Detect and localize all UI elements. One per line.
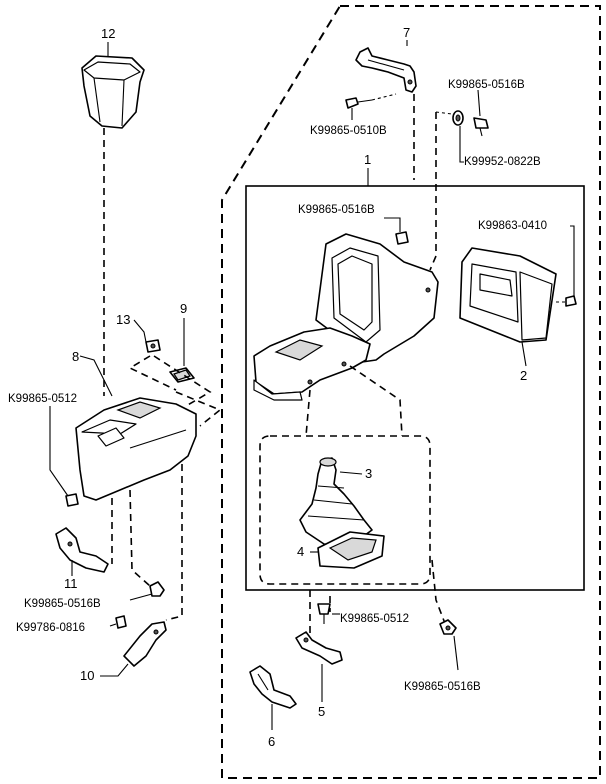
code-k99865-0516b-bottom: K99865-0516B xyxy=(404,681,481,693)
code-k99952-0822b: K99952-0822B xyxy=(464,156,541,168)
part-1-console xyxy=(253,231,439,401)
part-6-bracket xyxy=(249,665,297,709)
code-k99865-0516b-left: K99865-0516B xyxy=(24,598,101,610)
boot-subgroup-dashed xyxy=(259,435,431,585)
bolt-k99865-0516b-top xyxy=(473,117,489,137)
callout-9: 9 xyxy=(180,301,187,316)
code-k99865-0512-bottom: K99865-0512 xyxy=(340,613,409,625)
washer-k99952-0822b xyxy=(452,110,464,126)
callout-2: 2 xyxy=(520,368,527,383)
code-k99865-0512-left: K99865-0512 xyxy=(8,393,77,405)
part-12-knob xyxy=(81,55,145,129)
callout-1: 1 xyxy=(364,152,371,167)
part-9-clip xyxy=(169,367,195,383)
bolt-k99865-0516b-bottom xyxy=(439,619,457,635)
callout-5: 5 xyxy=(318,704,325,719)
callout-6: 6 xyxy=(268,734,275,749)
screw-k99786-0816 xyxy=(115,615,127,629)
part-4-bezel xyxy=(317,531,385,569)
screw-k99863-0410 xyxy=(556,295,577,307)
screw-k99865-0510b xyxy=(345,93,397,109)
assembly-boundary-dashed xyxy=(221,5,601,779)
callout-3: 3 xyxy=(365,466,372,481)
part-1-frame xyxy=(245,185,585,591)
part-10-bracket xyxy=(123,621,167,667)
code-k99786-0816: K99786-0816 xyxy=(16,622,85,634)
callout-12: 12 xyxy=(101,26,115,41)
part-7-bracket xyxy=(355,47,417,93)
part-5-bracket xyxy=(295,631,343,665)
callout-4: 4 xyxy=(297,544,304,559)
part-3-shift-boot xyxy=(299,457,373,547)
part-8-lower-console xyxy=(75,397,197,501)
part-13-screw xyxy=(145,339,161,353)
part-2-pocket xyxy=(459,247,557,343)
code-k99865-0516b-inner: K99865-0516B xyxy=(298,204,375,216)
screw-k99865-0512-bottom xyxy=(317,603,331,624)
callout-13: 13 xyxy=(116,312,130,327)
bolt-k99865-0516b-left xyxy=(149,581,165,597)
part-11-bracket xyxy=(55,527,109,573)
callout-11: 11 xyxy=(64,576,78,591)
callout-7: 7 xyxy=(403,25,410,40)
callout-8: 8 xyxy=(72,349,79,364)
code-k99865-0510b: K99865-0510B xyxy=(310,125,387,137)
screw-k99865-0512-left xyxy=(65,493,79,507)
code-k99865-0516b-top: K99865-0516B xyxy=(448,79,525,91)
callout-10: 10 xyxy=(80,668,94,683)
code-k99863-0410: K99863-0410 xyxy=(478,220,547,232)
